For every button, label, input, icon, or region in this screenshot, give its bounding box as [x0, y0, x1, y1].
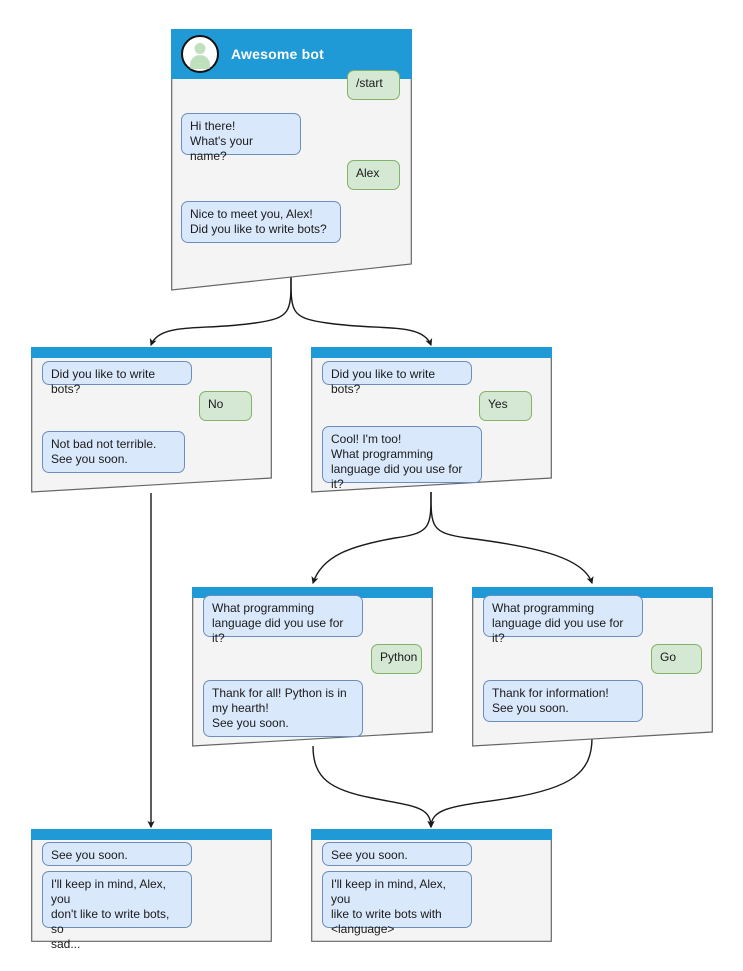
edge-python-to-end-happy: [312, 745, 435, 829]
node-answer-go[interactable]: What programming language did you use fo…: [472, 587, 713, 747]
message-bubble-bot[interactable]: Did you like to write bots?: [42, 361, 192, 396]
message-bubble-bot[interactable]: Thank for information! See you soon.: [483, 680, 643, 722]
message-bubble-bot[interactable]: Not bad not terrible. See you soon.: [42, 431, 185, 473]
message-bubble-bot[interactable]: Did you like to write bots?: [322, 361, 472, 396]
node-header-bar: [31, 347, 272, 358]
message-bubble-bot[interactable]: I'll keep in mind, Alex, you don't like …: [42, 871, 192, 951]
node-header-bar: [311, 829, 552, 840]
message-bubble-bot[interactable]: See you soon.: [322, 842, 472, 866]
node-answer-python[interactable]: What programming language did you use fo…: [192, 587, 433, 747]
node-header-bar: [192, 587, 433, 598]
message-bubble-user[interactable]: No: [199, 391, 252, 421]
edge-yes-to-go: [430, 491, 594, 585]
edge-go-to-end-happy: [427, 737, 593, 829]
user-avatar-icon: [181, 35, 219, 73]
node-header-bar: [31, 829, 272, 840]
message-bubble-user[interactable]: Yes: [479, 391, 532, 421]
message-bubble-bot[interactable]: Cool! I'm too! What programming language…: [322, 426, 482, 491]
node-answer-no[interactable]: Did you like to write bots? No Not bad n…: [31, 347, 272, 493]
node-answer-yes[interactable]: Did you like to write bots? Yes Cool! I'…: [311, 347, 552, 493]
message-bubble-user[interactable]: /start: [347, 70, 400, 100]
node-end-sad[interactable]: See you soon. I'll keep in mind, Alex, y…: [31, 829, 272, 951]
node-end-happy[interactable]: See you soon. I'll keep in mind, Alex, y…: [311, 829, 552, 942]
node-header-bar: [472, 587, 713, 598]
page-title: Awesome bot: [231, 46, 324, 62]
edge-yes-to-python: [311, 491, 432, 585]
message-bubble-user[interactable]: Python: [371, 644, 422, 674]
message-bubble-bot[interactable]: What programming language did you use fo…: [203, 595, 363, 645]
message-bubble-bot[interactable]: Thank for all! Python is in my hearth! S…: [203, 680, 363, 737]
message-bubble-bot[interactable]: I'll keep in mind, Alex, you like to wri…: [322, 871, 472, 936]
message-bubble-bot[interactable]: Hi there! What's your name?: [181, 113, 301, 163]
message-bubble-bot[interactable]: What programming language did you use fo…: [483, 595, 643, 645]
node-header-bar: [311, 347, 552, 358]
message-bubble-user[interactable]: Go: [651, 644, 702, 674]
node-root[interactable]: Awesome bot /start Hi there! What's your…: [171, 29, 412, 291]
message-bubble-bot[interactable]: See you soon.: [42, 842, 192, 866]
message-bubble-bot[interactable]: Nice to meet you, Alex! Did you like to …: [181, 201, 341, 243]
message-bubble-user[interactable]: Alex: [347, 160, 400, 190]
